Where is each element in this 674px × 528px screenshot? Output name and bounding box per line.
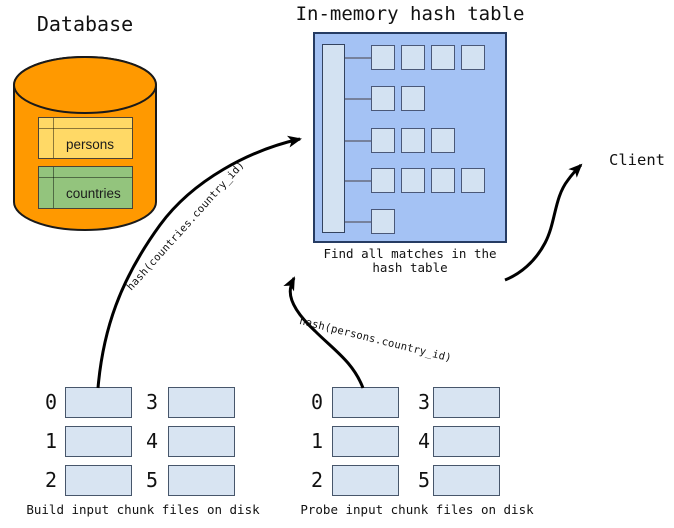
chunk-file bbox=[332, 465, 399, 496]
chunk-number: 4 bbox=[417, 429, 431, 453]
chunk-number: 5 bbox=[417, 468, 431, 492]
bucket-link-line bbox=[345, 140, 371, 142]
chunk-number: 5 bbox=[145, 468, 159, 492]
chunk-file bbox=[168, 465, 235, 496]
hash-table-title: In-memory hash table bbox=[295, 3, 525, 25]
chunk-number: 1 bbox=[44, 429, 58, 453]
chunk-number: 4 bbox=[145, 429, 159, 453]
hash-table-caption-line2: hash table bbox=[372, 260, 448, 275]
chunk-file bbox=[332, 426, 399, 457]
probe-chunks-caption: Probe input chunk files on disk bbox=[300, 502, 534, 517]
chunk-number: 1 bbox=[310, 429, 324, 453]
bucket-link-line bbox=[345, 57, 371, 59]
hash-entry-cell bbox=[431, 168, 455, 193]
chunk-number: 2 bbox=[310, 468, 324, 492]
hash-entry-cell bbox=[401, 128, 425, 153]
chunk-number: 0 bbox=[310, 390, 324, 414]
chunk-number: 3 bbox=[417, 390, 431, 414]
chunk-file bbox=[433, 387, 500, 418]
database-title: Database bbox=[36, 12, 134, 36]
bucket-link-line bbox=[345, 98, 371, 100]
hash-entry-cell bbox=[431, 128, 455, 153]
chunk-file bbox=[433, 465, 500, 496]
hash-entry-cell bbox=[371, 45, 395, 70]
table-key-column-line bbox=[53, 167, 54, 208]
chunk-file bbox=[332, 387, 399, 418]
table-header-line bbox=[39, 128, 132, 129]
hash-entry-cell bbox=[371, 86, 395, 111]
bucket-link-line bbox=[345, 180, 371, 182]
client-arrow bbox=[504, 163, 583, 282]
hash-entry-cell bbox=[371, 128, 395, 153]
table-countries-label: countries bbox=[66, 186, 121, 201]
chunk-file bbox=[168, 426, 235, 457]
hash-entry-cell bbox=[401, 45, 425, 70]
chunk-number: 0 bbox=[44, 390, 58, 414]
table-persons: persons bbox=[38, 117, 133, 159]
bucket-link-line bbox=[345, 221, 371, 223]
hash-entry-cell bbox=[401, 168, 425, 193]
chunk-file bbox=[65, 426, 132, 457]
chunk-file bbox=[433, 426, 500, 457]
probe-hash-function-label: hash(persons.country_id) bbox=[298, 315, 453, 365]
table-key-column-line bbox=[53, 118, 54, 158]
build-chunks-caption: Build input chunk files on disk bbox=[26, 502, 260, 517]
chunk-number: 2 bbox=[44, 468, 58, 492]
table-persons-label: persons bbox=[66, 137, 115, 152]
hash-entry-cell bbox=[371, 209, 395, 234]
chunk-file bbox=[168, 387, 235, 418]
table-countries: countries bbox=[38, 166, 133, 209]
hash-table-caption-line1: Find all matches in the bbox=[323, 246, 497, 261]
hash-entry-cell bbox=[371, 168, 395, 193]
chunk-file bbox=[65, 387, 132, 418]
hash-entry-cell bbox=[461, 45, 485, 70]
hash-entry-cell bbox=[461, 168, 485, 193]
hash-entry-cell bbox=[431, 45, 455, 70]
chunk-number: 3 bbox=[145, 390, 159, 414]
table-header-line bbox=[39, 177, 132, 178]
hash-table-box bbox=[313, 32, 507, 243]
hash-table-caption: Find all matches in the hash table bbox=[313, 247, 507, 275]
hash-bucket-array bbox=[322, 44, 345, 233]
hash-entry-cell bbox=[401, 86, 425, 111]
chunk-file bbox=[65, 465, 132, 496]
client-label: Client bbox=[609, 151, 665, 169]
